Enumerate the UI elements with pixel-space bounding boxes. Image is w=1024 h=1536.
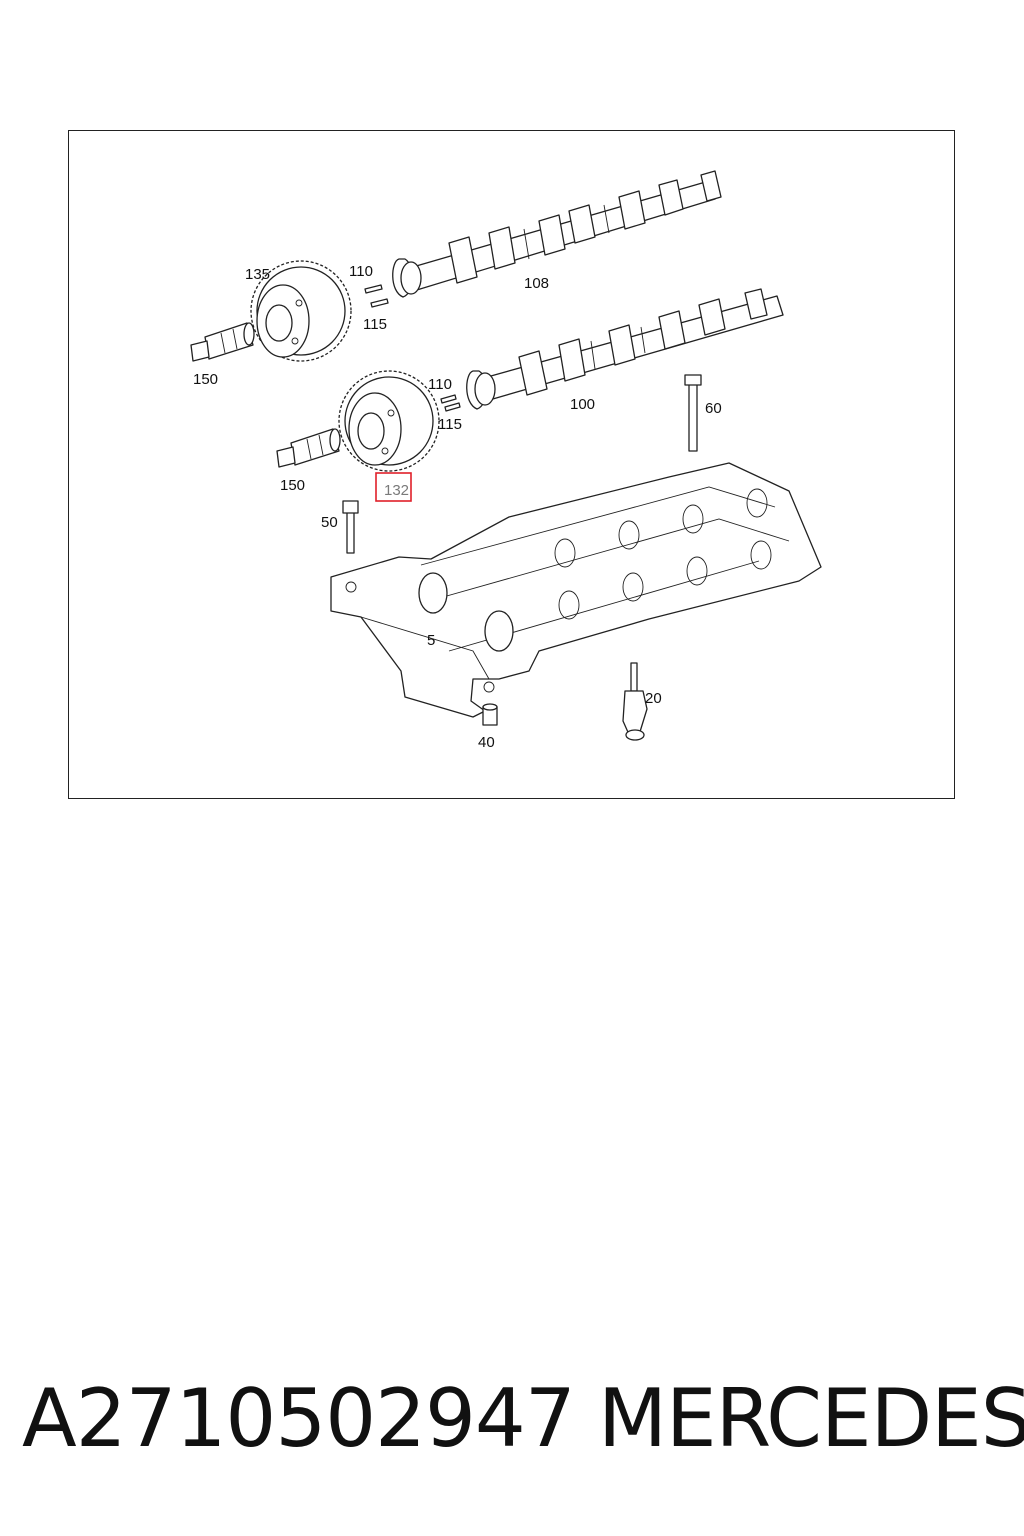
callout-5: 5 <box>427 632 435 649</box>
solenoid-150-upper <box>190 322 255 362</box>
callout-150-upper: 150 <box>193 371 218 388</box>
callout-135: 135 <box>245 266 270 283</box>
brand-name: MERCEDES <box>598 1372 1024 1465</box>
pins-110-115-lower <box>440 394 461 412</box>
adjuster-sprocket-135 <box>250 260 352 362</box>
sensor-20 <box>622 662 648 741</box>
callout-110-lower: 110 <box>428 376 452 393</box>
adjuster-sprocket-132 <box>338 370 440 472</box>
exploded-parts-diagram: 135 110 115 108 150 110 115 100 60 150 1… <box>190 170 822 751</box>
callout-20: 20 <box>645 690 662 707</box>
diagram-frame: 135 110 115 108 150 110 115 100 60 150 1… <box>68 130 955 799</box>
bolt-60 <box>684 374 702 452</box>
part-number: A2710502947 <box>22 1372 576 1465</box>
callout-60: 60 <box>705 400 722 417</box>
callout-115-lower: 115 <box>438 416 462 433</box>
camshaft-108 <box>392 170 722 298</box>
camshaft-housing-5 <box>330 462 822 718</box>
callout-108: 108 <box>524 275 549 292</box>
callout-40: 40 <box>478 734 495 751</box>
caption: A2710502947 MERCEDES <box>22 1372 1024 1472</box>
pins-110-115-upper <box>364 284 389 308</box>
callout-115-upper: 115 <box>363 316 387 333</box>
callout-132-highlighted: 132 <box>384 482 409 499</box>
bushing-40 <box>482 703 498 726</box>
callout-150-lower: 150 <box>280 477 305 494</box>
highlight-box <box>375 472 412 502</box>
bolt-50 <box>342 500 359 554</box>
callout-110-upper: 110 <box>349 263 373 280</box>
camshaft-100 <box>466 288 784 410</box>
solenoid-150-lower <box>276 428 341 468</box>
callout-100: 100 <box>570 396 595 413</box>
callout-50: 50 <box>321 514 338 531</box>
